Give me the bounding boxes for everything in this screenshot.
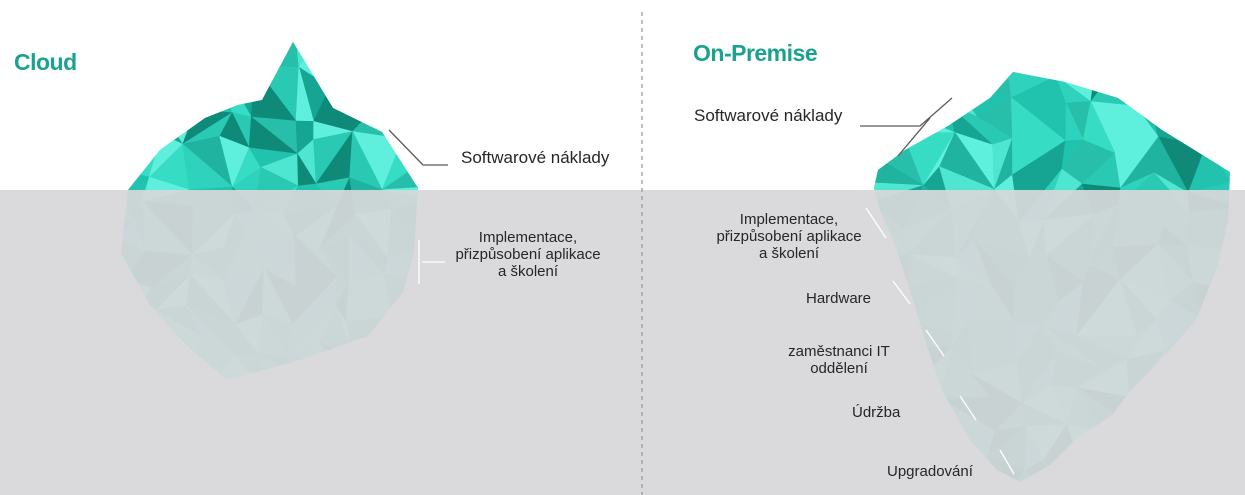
on-premise-leader-software (860, 97, 953, 127)
on-premise-label-software-costs: Softwarové náklady (694, 106, 843, 125)
cloud-label-implementation-line-1: Implementace, (478, 229, 578, 246)
cloud-label-implementation-line-3: a školení (497, 263, 559, 280)
cloud-leader-software (388, 129, 448, 166)
on-premise-leader-it-staff (925, 329, 945, 357)
on-premise-label-it-staff-line-2: oddělení (810, 360, 868, 377)
on-premise-label-implementation-line-1: Implementace, (739, 211, 839, 228)
on-premise-leader-hardware (892, 280, 911, 305)
cloud-label-implementation-line-2: přizpůsobení aplikace (455, 246, 601, 263)
on-premise-label-it-staff: zaměstnanci IT oddělení (786, 343, 892, 377)
cloud-label-implementation: Implementace, přizpůsobení aplikace a šk… (448, 229, 608, 280)
on-premise-leader-software-tail (897, 117, 931, 157)
on-premise-label-maintenance: Údržba (852, 404, 901, 421)
cloud-heading: Cloud (14, 49, 77, 75)
on-premise-leader-upgrades (999, 449, 1015, 475)
on-premise-heading: On-Premise (693, 40, 818, 66)
on-premise-label-it-staff-line-1: zaměstnanci IT (788, 343, 890, 360)
water-surface (0, 190, 1245, 495)
on-premise-leader-maintenance (959, 395, 977, 421)
on-premise-label-hardware: Hardware (806, 290, 872, 307)
cloud-label-software-costs: Softwarové náklady (461, 148, 610, 167)
on-premise-label-implementation-line-2: přizpůsobení aplikace (716, 228, 862, 245)
label-leader-lines (388, 97, 1015, 475)
on-premise-label-implementation: Implementace, přizpůsobení aplikace a šk… (704, 211, 874, 262)
on-premise-leader-implementation (865, 207, 887, 239)
on-premise-label-upgrades: Upgradování (887, 463, 973, 480)
on-premise-label-implementation-line-3: a školení (758, 245, 820, 262)
